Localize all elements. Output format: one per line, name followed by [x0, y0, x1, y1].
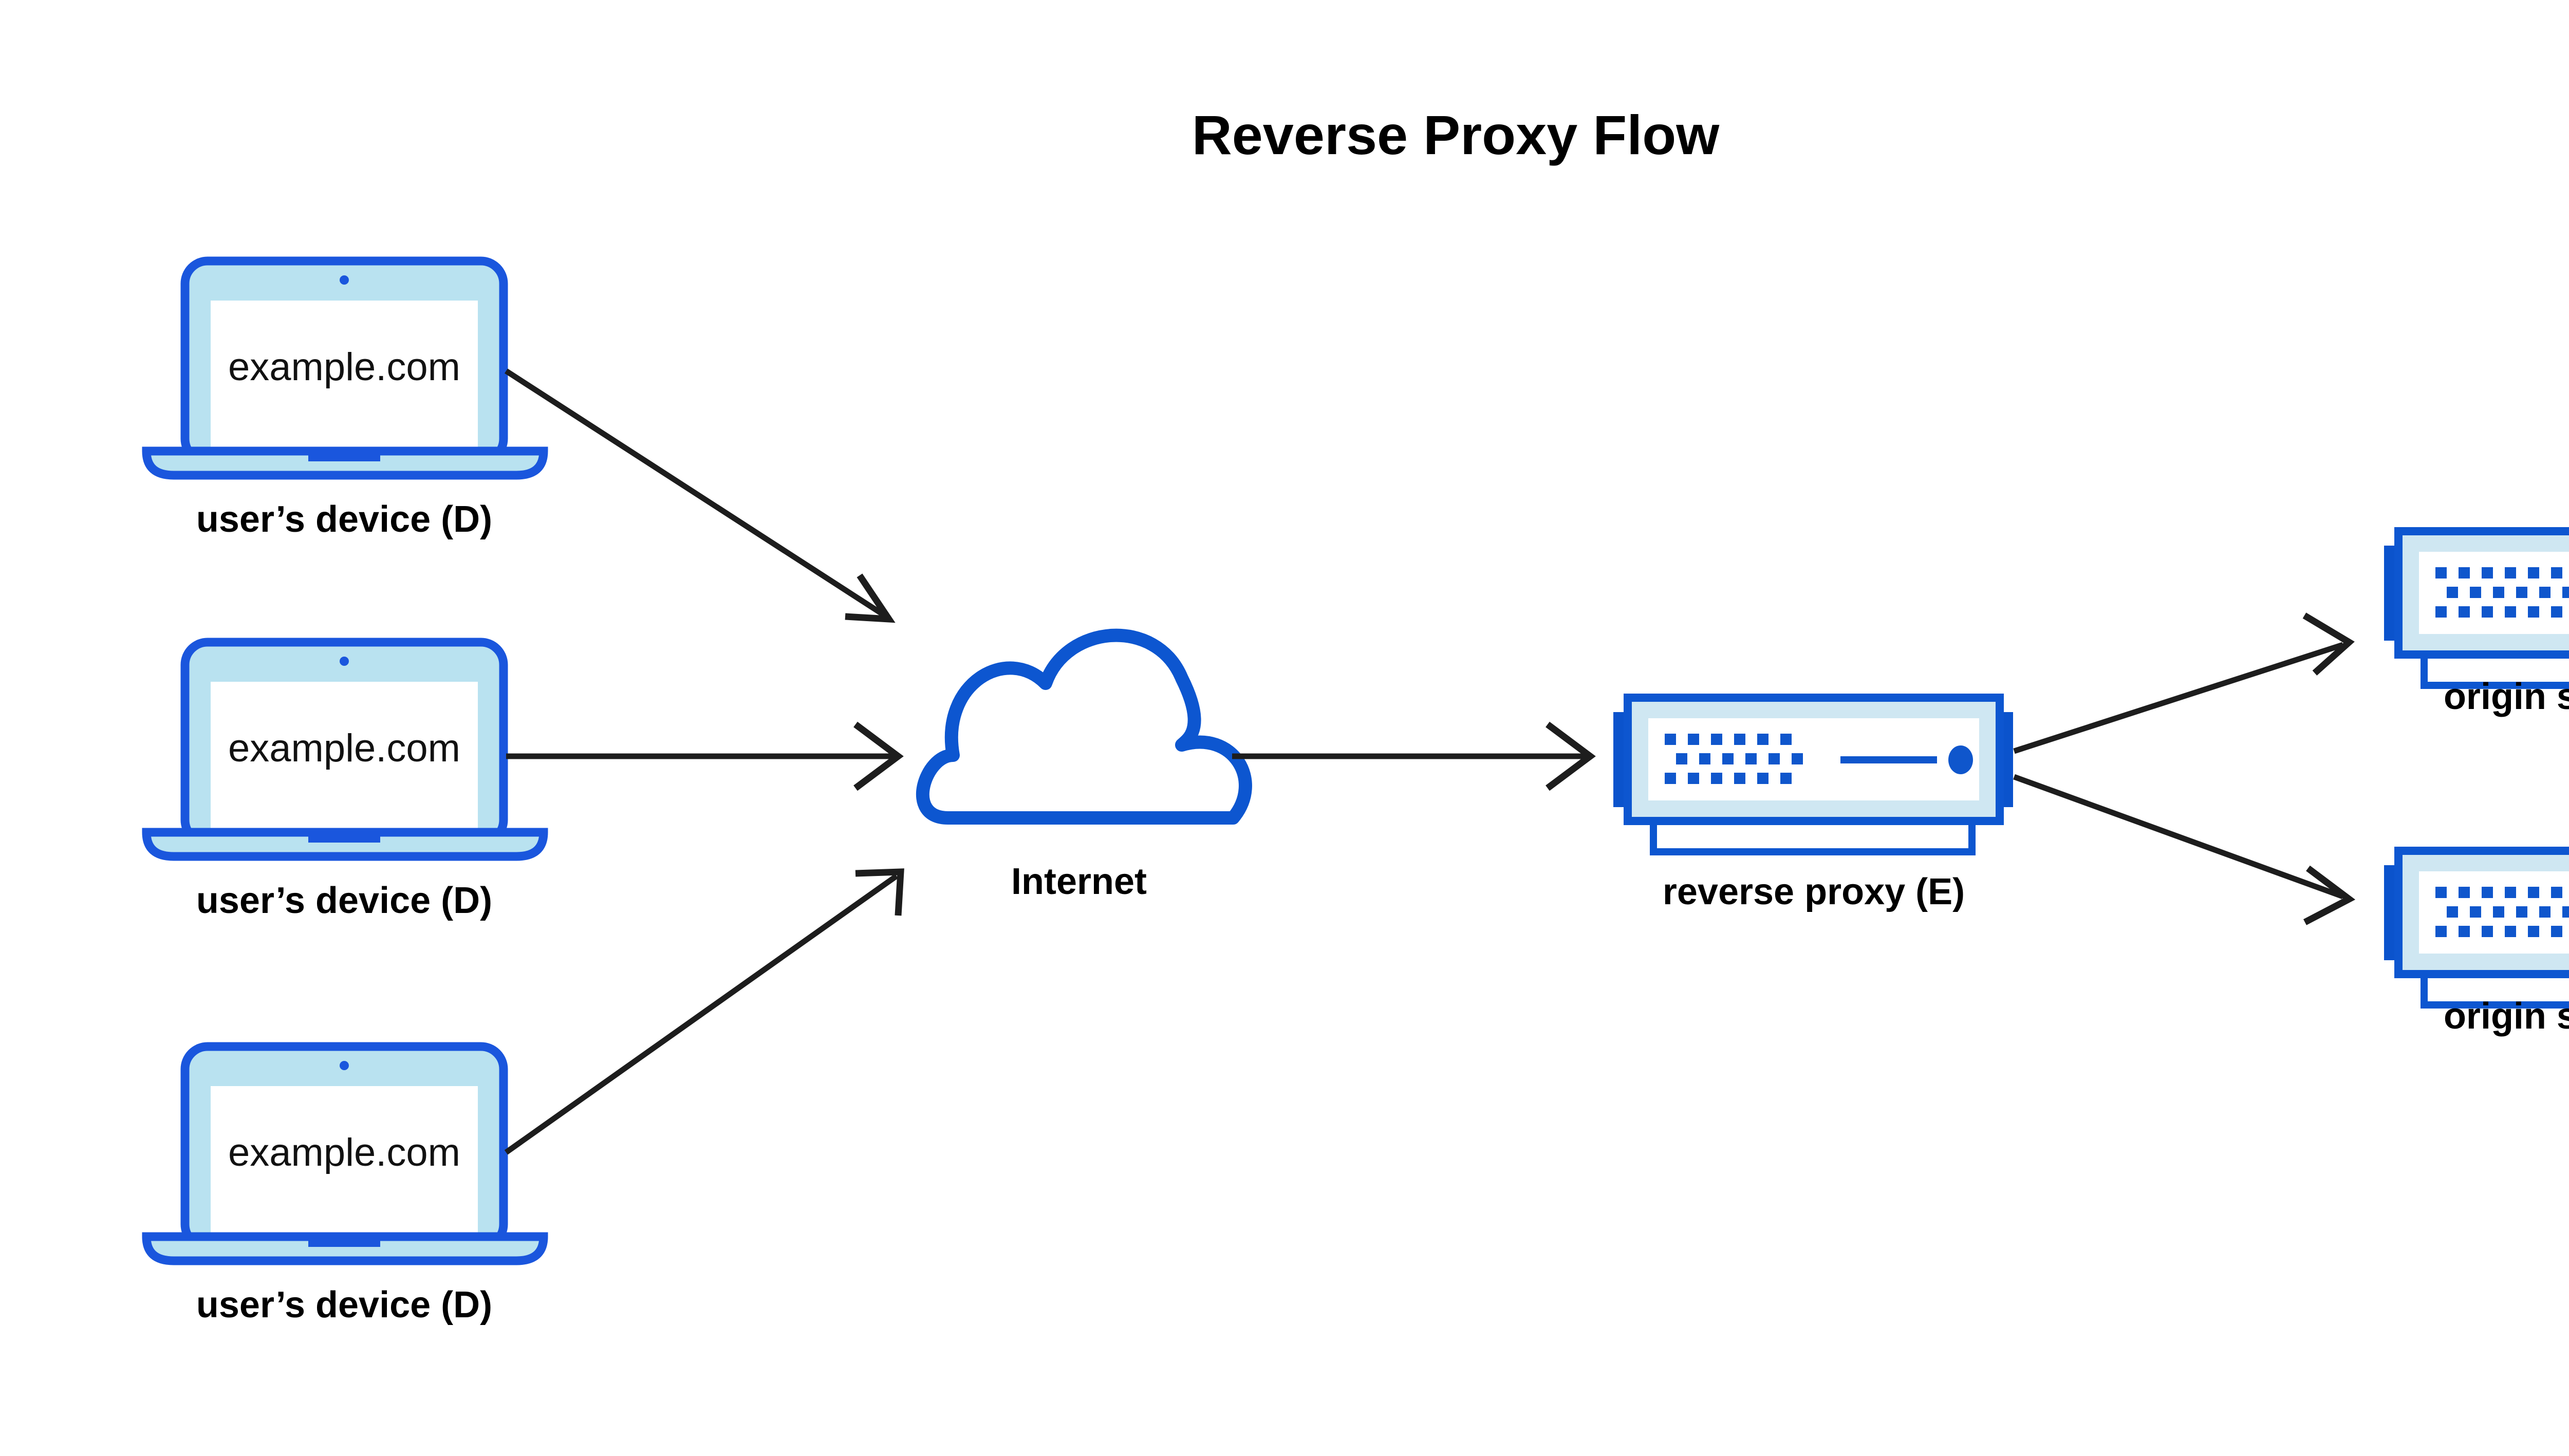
server-icon-proxy: [1613, 694, 2013, 855]
client-label-1: user’s device (D): [196, 499, 492, 540]
origin-server-node-2[interactable]: origin server (F): [2384, 847, 2569, 1037]
flow-arrow-proxy-to-origin1: [2013, 612, 2355, 754]
cloud-icon: [916, 628, 1252, 825]
client-node-1[interactable]: example.com user’s device (D): [142, 256, 548, 540]
internet-label: Internet: [1011, 861, 1147, 902]
internet-node[interactable]: Internet: [916, 628, 1252, 902]
laptop-icon-3: [142, 1042, 548, 1265]
origin-server-label-2: origin server (F): [2444, 996, 2569, 1037]
server-icon-origin-1: [2384, 527, 2569, 689]
flow-arrow-client3-to-internet: [504, 868, 904, 1155]
laptop-icon-2: [142, 638, 548, 861]
server-base-proxy: [1650, 821, 1976, 855]
server-dot-matrix-origin-2: [2435, 887, 2569, 937]
laptop-screen-text-2: example.com: [228, 726, 460, 770]
reverse-proxy-node[interactable]: reverse proxy (E): [1613, 694, 2013, 912]
trackpad-notch-1: [308, 451, 380, 461]
flow-arrow-internet-to-proxy: [1232, 721, 1596, 791]
flow-arrow-client1-to-internet: [505, 368, 896, 623]
flow-arrow-client2-to-internet: [506, 721, 904, 791]
trackpad-notch-2: [308, 832, 380, 843]
server-base-origin-2: [2421, 974, 2569, 1009]
server-led-proxy: [1948, 745, 1973, 774]
server-dot-matrix-proxy: [1665, 734, 1803, 784]
laptop-icon-1: [142, 256, 548, 480]
laptop-screen-text-3: example.com: [228, 1131, 460, 1174]
flow-arrow-proxy-to-origin2: [2013, 774, 2356, 925]
client-node-2[interactable]: example.com user’s device (D): [142, 638, 548, 921]
diagram-title: Reverse Proxy Flow: [1192, 104, 1720, 166]
laptop-screen-text-1: example.com: [228, 345, 460, 389]
origin-server-label-1: origin server (F): [2444, 676, 2569, 717]
client-label-2: user’s device (D): [196, 880, 492, 921]
reverse-proxy-label: reverse proxy (E): [1663, 871, 1965, 912]
server-base-origin-1: [2421, 655, 2569, 689]
trackpad-notch-3: [308, 1237, 380, 1247]
server-icon-origin-2: [2384, 847, 2569, 1009]
server-dot-matrix-origin-1: [2435, 567, 2569, 618]
origin-server-node-1[interactable]: origin server (F): [2384, 527, 2569, 717]
client-label-3: user’s device (D): [196, 1284, 492, 1326]
client-node-3[interactable]: example.com user’s device (D): [142, 1042, 548, 1326]
